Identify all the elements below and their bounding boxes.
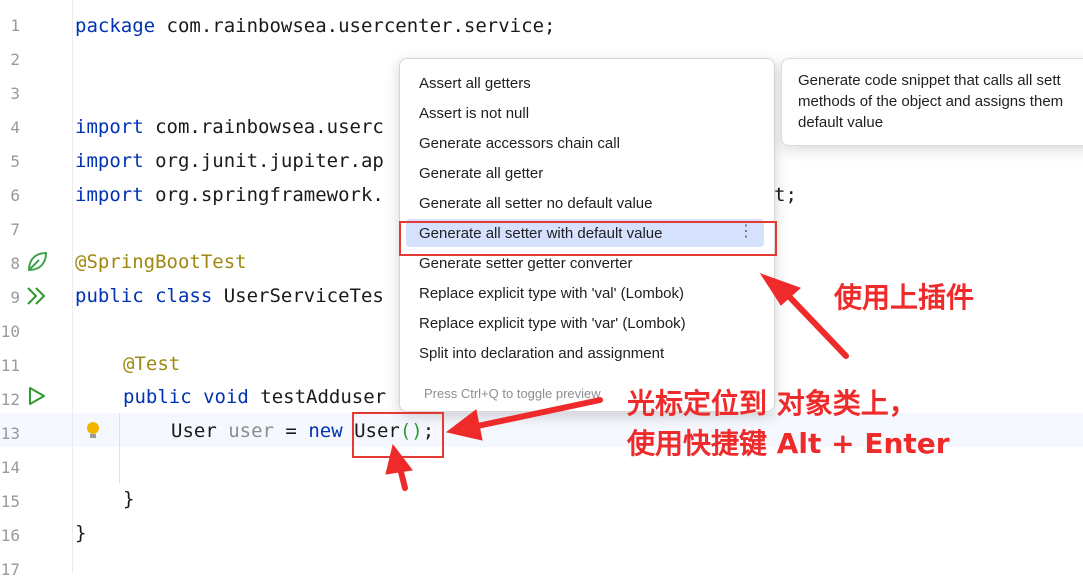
popup-item-assert-all-getters[interactable]: Assert all getters bbox=[419, 75, 531, 92]
code-line-6-tail: t; bbox=[774, 184, 797, 206]
line-number: 2 bbox=[10, 50, 20, 69]
line-number: 13 bbox=[0, 424, 20, 443]
selected-item-highlight bbox=[406, 219, 764, 247]
lightbulb-icon[interactable] bbox=[84, 420, 102, 440]
arrow-to-selected-item bbox=[777, 284, 849, 359]
popup-item-split-declaration[interactable]: Split into declaration and assignment bbox=[419, 345, 665, 362]
code-line-13: User user = new User(); bbox=[171, 416, 434, 446]
intention-actions-popup: Assert all getters Assert is not null Ge… bbox=[399, 58, 775, 412]
line-number: 10 bbox=[0, 322, 20, 341]
line-number: 4 bbox=[10, 118, 20, 137]
line-number: 15 bbox=[0, 492, 20, 511]
code-line-11: @Test bbox=[123, 353, 181, 375]
current-line-highlight bbox=[0, 413, 1083, 447]
code-text: com.rainbowsea.userc bbox=[143, 116, 384, 138]
popup-item-replace-var[interactable]: Replace explicit type with 'var' (Lombok… bbox=[419, 315, 686, 332]
indent-guide bbox=[119, 413, 120, 483]
code-text: org.springframework. bbox=[143, 184, 384, 206]
keyword: package bbox=[75, 15, 156, 37]
code-text: UserServiceTes bbox=[212, 285, 384, 307]
keyword: import bbox=[75, 184, 144, 206]
popup-item-assert-not-null[interactable]: Assert is not null bbox=[419, 105, 530, 122]
line-number: 9 bbox=[10, 288, 20, 307]
selected-item-outline bbox=[399, 221, 777, 256]
run-icon[interactable] bbox=[26, 385, 48, 407]
popup-item-setter-getter-converter[interactable]: Generate setter getter converter bbox=[419, 255, 633, 272]
double-run-icon[interactable] bbox=[25, 284, 49, 308]
code-text: org.junit.jupiter.ap bbox=[143, 150, 384, 172]
line-number: 5 bbox=[10, 152, 20, 171]
constructor-name: User bbox=[354, 420, 400, 442]
line-number: 8 bbox=[10, 254, 20, 273]
code-line-9: public class UserServiceTes bbox=[75, 281, 384, 311]
preview-tooltip: Generate code snippet that calls all set… bbox=[781, 58, 1083, 146]
tooltip-line: default value bbox=[798, 114, 884, 131]
code-line-6: import org.springframework. bbox=[75, 180, 384, 210]
keyword: public void bbox=[123, 386, 249, 408]
more-options-icon[interactable]: ⋮ bbox=[738, 223, 754, 240]
line-number: 1 bbox=[10, 16, 20, 35]
popup-footer-hint: Press Ctrl+Q to toggle preview bbox=[424, 386, 601, 401]
code-line-15: } bbox=[123, 488, 135, 510]
cursor-note-line-1: 光标定位到 对象类上， bbox=[627, 387, 917, 420]
parentheses: () bbox=[399, 420, 423, 442]
keyword: import bbox=[75, 150, 144, 172]
code-line-12: public void testAdduser bbox=[123, 382, 386, 412]
semicolon: ; bbox=[422, 420, 435, 442]
keyword: new bbox=[308, 420, 343, 442]
code-line-16: } bbox=[75, 522, 87, 544]
line-number: 6 bbox=[10, 186, 20, 205]
cursor-note-line-2: 使用快捷键 Alt + Enter bbox=[627, 427, 950, 460]
plugin-note: 使用上插件 bbox=[834, 281, 975, 314]
popup-item-setter-no-default[interactable]: Generate all setter no default value bbox=[419, 195, 653, 212]
popup-item-replace-val[interactable]: Replace explicit type with 'val' (Lombok… bbox=[419, 285, 685, 302]
leaf-icon[interactable] bbox=[25, 250, 49, 274]
popup-item-setter-with-default[interactable]: Generate all setter with default value bbox=[419, 225, 663, 242]
code-line-5: import org.junit.jupiter.ap bbox=[75, 146, 384, 176]
keyword: public class bbox=[75, 285, 213, 307]
keyword: import bbox=[75, 116, 144, 138]
line-number: 7 bbox=[10, 220, 20, 239]
arrow-to-user-constructor bbox=[465, 397, 603, 431]
arrow-head-1 bbox=[759, 273, 801, 306]
line-number: 14 bbox=[0, 458, 20, 477]
code-line-4: import com.rainbowsea.userc bbox=[75, 112, 384, 142]
code-text: testAdduser bbox=[248, 386, 387, 408]
gutter-separator bbox=[72, 0, 73, 573]
tooltip-line: Generate code snippet that calls all set… bbox=[798, 72, 1061, 89]
line-number: 3 bbox=[10, 84, 20, 103]
popup-item-accessors-chain[interactable]: Generate accessors chain call bbox=[419, 135, 620, 152]
code-line-1: package com.rainbowsea.usercenter.servic… bbox=[75, 11, 555, 41]
operator: = bbox=[273, 420, 309, 442]
popup-item-generate-all-getter[interactable]: Generate all getter bbox=[419, 165, 544, 182]
line-number: 11 bbox=[0, 356, 20, 375]
arrow-head-3 bbox=[385, 443, 413, 475]
code-line-8: @SpringBootTest bbox=[75, 251, 247, 273]
variable-name: user bbox=[228, 420, 274, 442]
tooltip-line: methods of the object and assigns them bbox=[798, 93, 1064, 110]
code-text: com.rainbowsea.usercenter.service; bbox=[155, 15, 556, 37]
line-number: 16 bbox=[0, 526, 20, 545]
type-name: User bbox=[171, 420, 217, 442]
arrow-head-2 bbox=[445, 409, 483, 441]
line-number: 12 bbox=[0, 390, 20, 409]
